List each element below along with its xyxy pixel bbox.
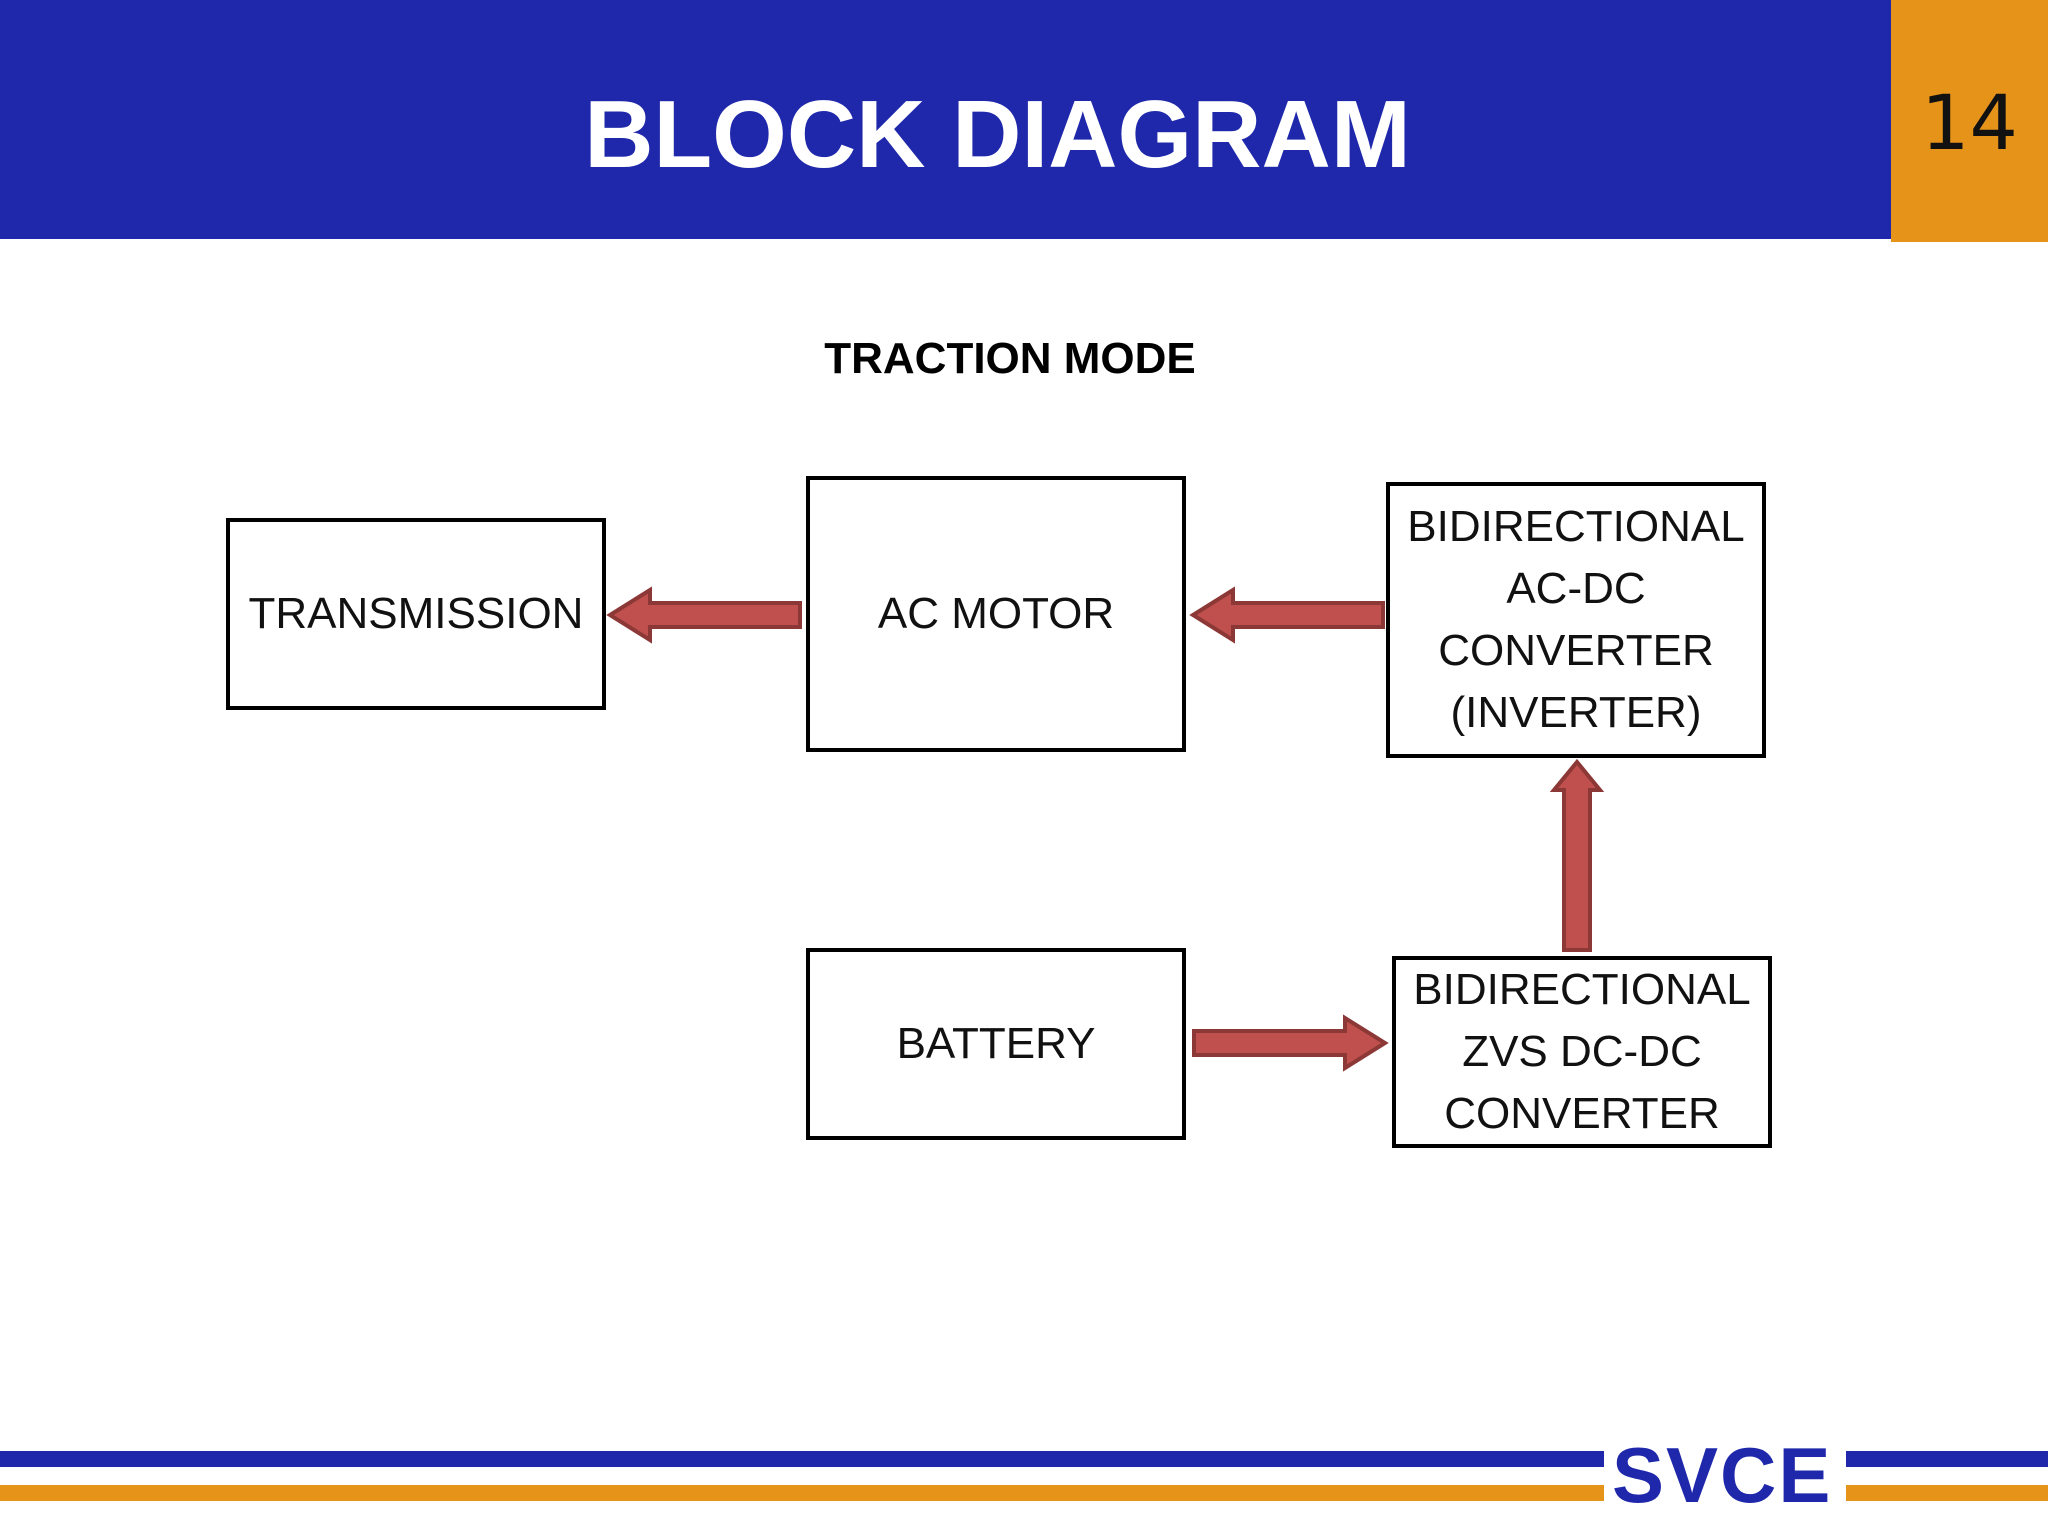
block-dcdc-converter: BIDIRECTIONAL ZVS DC-DC CONVERTER (1392, 956, 1772, 1148)
header-bar: BLOCK DIAGRAM (0, 0, 1891, 239)
page-number: 14 (1921, 78, 2018, 167)
block-dcdc-label: BIDIRECTIONAL ZVS DC-DC CONVERTER (1413, 965, 1751, 1138)
block-battery: BATTERY (806, 948, 1186, 1140)
block-ac-motor: AC MOTOR (806, 476, 1186, 752)
logo-text: SVCE (1612, 1431, 1833, 1519)
footer-line-orange-left (0, 1485, 1604, 1501)
block-inverter-label: BIDIRECTIONAL AC-DC CONVERTER (INVERTER) (1407, 502, 1745, 737)
slide-title: BLOCK DIAGRAM (584, 81, 1411, 188)
arrow-acmotor-to-transmission (606, 586, 802, 644)
mode-label: TRACTION MODE (824, 334, 1196, 383)
block-ac-motor-label: AC MOTOR (877, 589, 1115, 638)
svce-logo: SVCE (1612, 1436, 1832, 1514)
footer-line-blue-right (1846, 1451, 2048, 1467)
block-transmission: TRANSMISSION (226, 518, 606, 710)
block-inverter: BIDIRECTIONAL AC-DC CONVERTER (INVERTER) (1386, 482, 1766, 758)
arrow-battery-to-dcdc (1192, 1014, 1389, 1072)
footer-line-orange-right (1846, 1485, 2048, 1501)
footer-line-blue-left (0, 1451, 1604, 1467)
block-transmission-label: TRANSMISSION (248, 589, 584, 638)
arrow-inverter-to-acmotor (1189, 586, 1385, 644)
arrow-dcdc-to-inverter (1549, 758, 1605, 952)
page-number-box: 14 (1891, 0, 2048, 242)
block-battery-label: BATTERY (896, 1019, 1096, 1068)
